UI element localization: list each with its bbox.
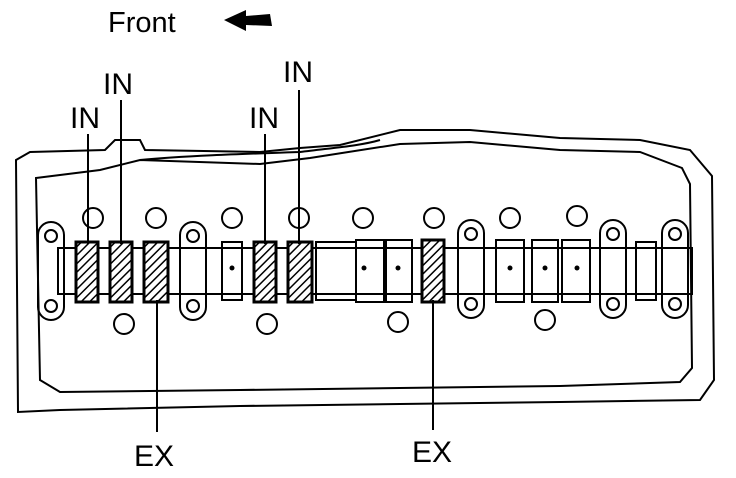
label-ex-2: EX	[412, 436, 452, 469]
arrow-left-icon	[224, 10, 272, 31]
camshaft	[57, 239, 693, 303]
label-ex-1: EX	[134, 440, 174, 473]
bearing-caps	[37, 219, 689, 321]
front-label: Front	[108, 7, 176, 39]
leader-lines	[87, 90, 434, 432]
highlighted-cam-lobes	[74, 238, 446, 304]
oil-holes	[82, 205, 588, 335]
label-in-1: IN	[70, 102, 100, 135]
label-in-4: IN	[283, 56, 313, 89]
label-in-2: IN	[103, 68, 133, 101]
label-in-3: IN	[249, 102, 279, 135]
cylinder-head-outline	[14, 129, 716, 414]
